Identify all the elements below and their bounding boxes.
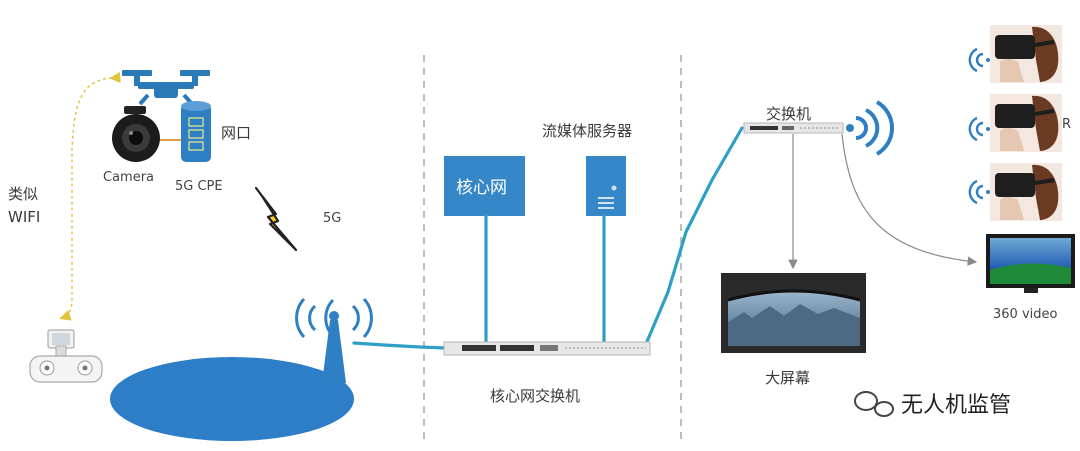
streaming-server-label: 流媒体服务器 <box>542 122 632 140</box>
big-screen-label: 大屏幕 <box>765 369 810 387</box>
vr-headset-icon <box>990 94 1062 152</box>
antenna-icon <box>295 297 373 383</box>
wifi-signal-icon <box>968 47 990 73</box>
core-network-box <box>444 156 525 216</box>
wifi-label-line1: 类似 <box>8 185 38 203</box>
network-cables <box>352 126 744 350</box>
wifi-label-line2: WIFI <box>8 208 40 226</box>
vr-label-fragment: R <box>1062 117 1071 132</box>
screen-icon <box>721 273 866 353</box>
drone-icon <box>122 70 210 106</box>
cpe-icon <box>181 101 211 162</box>
remote-controller-icon <box>29 329 103 383</box>
vr-headset-icon <box>990 163 1062 221</box>
coverage-area <box>110 357 354 441</box>
port-label: 网口 <box>221 124 251 142</box>
core-switch-icon <box>443 341 651 356</box>
watermark-text: 无人机监管 <box>901 393 1011 418</box>
monitor-icon <box>986 234 1075 293</box>
wifi-signal-icon <box>855 100 895 156</box>
cpe-label: 5G CPE <box>175 179 223 194</box>
wifi-signal-icon <box>968 116 990 142</box>
wechat-icon <box>854 391 894 417</box>
video-360-label: 360 video <box>993 307 1058 322</box>
lightning-icon <box>254 186 298 252</box>
core-network-label: 核心网 <box>456 178 507 198</box>
camera-label: Camera <box>103 170 154 185</box>
arrow-to-monitor <box>841 133 978 266</box>
wifi-link <box>59 71 121 321</box>
wifi-signal-dot <box>846 124 854 132</box>
switch-label: 交换机 <box>766 105 811 123</box>
camera-icon <box>112 106 160 162</box>
core-switch-label: 核心网交换机 <box>490 387 580 405</box>
signal-5g-label: 5G <box>323 211 341 226</box>
switch-icon <box>743 122 844 134</box>
wifi-signal-icon <box>968 179 990 205</box>
server-icon <box>586 156 626 216</box>
vr-headset-icon <box>990 25 1062 83</box>
